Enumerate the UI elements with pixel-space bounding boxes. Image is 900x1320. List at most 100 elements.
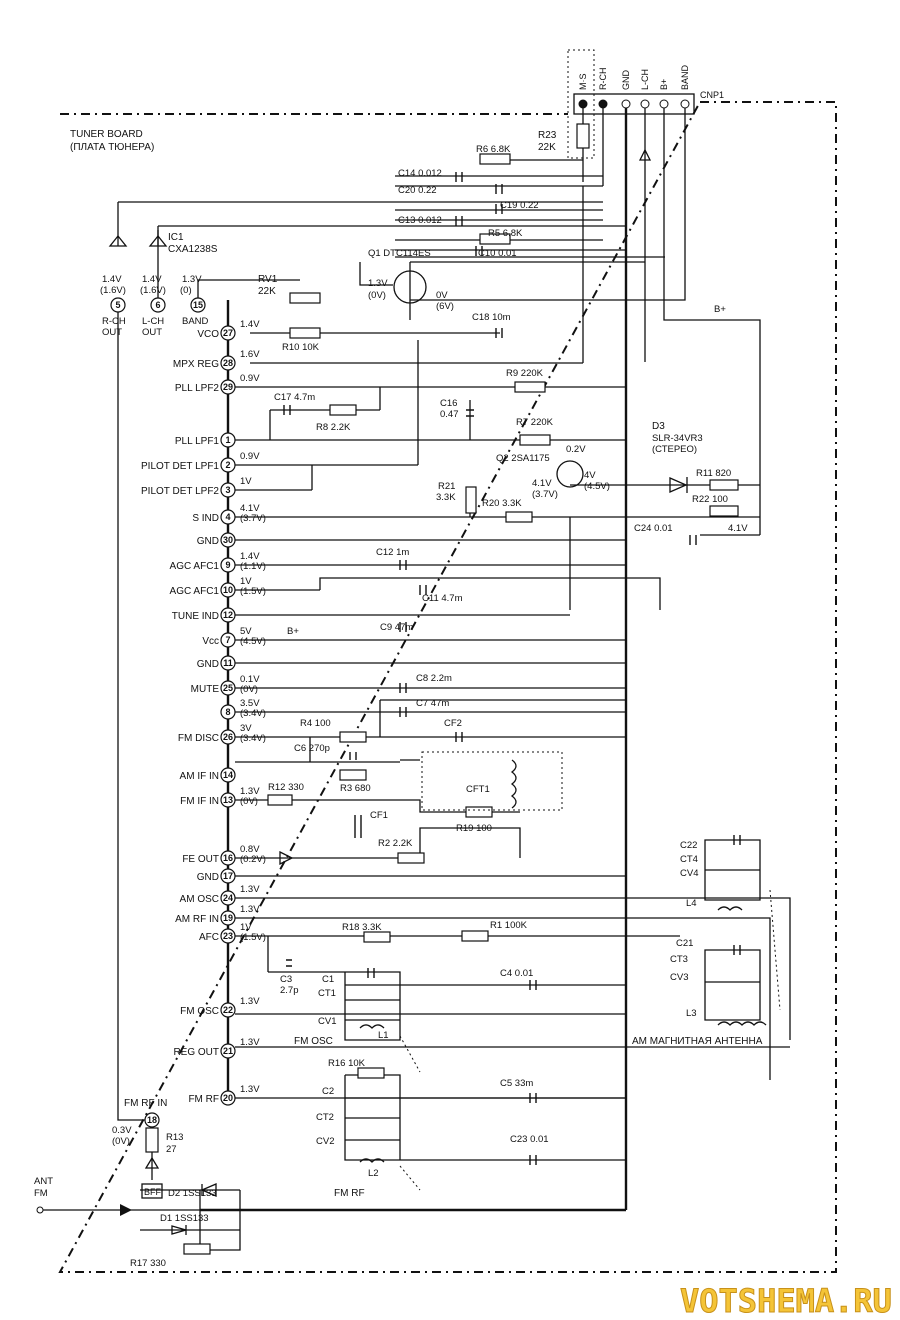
ic-left-pin-v1: 1.3V: [240, 884, 260, 895]
ic-left-pin-v1: 1.6V: [240, 349, 260, 360]
ic-top-pin-v1: 1.3V: [182, 274, 202, 285]
label-c12: C12 1m: [376, 547, 409, 558]
label-c20: C20 0.22: [398, 185, 437, 196]
ic-left-pin-v2: (3.4V): [240, 708, 266, 719]
ic-top-pin-name2: OUT: [102, 327, 122, 338]
label-r9: R9 220K: [506, 368, 544, 379]
ic-left-pin-number: 16: [223, 853, 233, 863]
q1-transistor-icon: [393, 270, 427, 304]
ic-left-pin-name: AGC AFC1: [170, 561, 220, 572]
ic-top-pin-labels: 51.4V(1.6V)R-CHOUT61.4V(1.6V)L-CHOUT151.…: [100, 274, 209, 338]
ic-left-pin-number: 1: [225, 435, 230, 445]
ic-left-pin-name: AM IF IN: [180, 771, 219, 782]
ic-left-pin-number: 17: [223, 871, 233, 881]
ic-left-pin-v1: 4.1V: [240, 503, 260, 514]
connector-pin-label: L-CH: [640, 69, 650, 90]
ic-top-pin-v2: (1.6V): [140, 285, 166, 296]
ic-left-pin-name: PILOT DET LPF1: [141, 461, 219, 472]
label-r21: R21: [438, 481, 455, 492]
ic-left-pin-name: MPX REG: [173, 359, 219, 370]
ic-left-pin-v1: 5V: [240, 626, 252, 637]
label-r2: R2 2.2K: [378, 838, 413, 849]
label-r23-value: 22K: [538, 142, 556, 153]
resistor-symbols: [145, 123, 739, 1255]
ic-left-pin-v1: 1.3V: [240, 904, 260, 915]
ic-left-pin-v2: (1.5V): [240, 586, 266, 597]
label-c9: C9 47m: [380, 622, 413, 633]
ic-left-pin-name: AM RF IN: [175, 914, 219, 925]
ic-left-pin-number: 7: [225, 635, 230, 645]
board-title: TUNER BOARD: [70, 129, 143, 140]
label-c8: C8 2.2m: [416, 673, 452, 684]
ic-top-pin-name2: OUT: [142, 327, 162, 338]
ic-pin-circles: [110, 297, 236, 1128]
label-c24: C24 0.01: [634, 523, 673, 534]
label-q1: Q1 DTC114ES: [368, 248, 431, 259]
ic-left-pin-name: FM IF IN: [180, 796, 219, 807]
label-q2-v2: 4V: [584, 470, 596, 481]
d3-led-icon: [669, 477, 688, 493]
ic-left-pin-v2: (1.1V): [240, 561, 266, 572]
label-r21-value: 3.3K: [436, 492, 456, 503]
ic-left-pin-number: 26: [223, 732, 233, 742]
label-ant-fm: FM: [34, 1188, 48, 1199]
label-cv1: CV1: [318, 1016, 336, 1027]
label-d3: D3: [652, 421, 665, 432]
connector-pin-label: B+: [659, 79, 669, 90]
label-cv3: CV3: [670, 972, 688, 983]
ic-left-pin-number: 22: [223, 1005, 233, 1015]
ic-left-pin-number: 9: [225, 560, 230, 570]
connector-pin-label: M·S: [578, 74, 588, 91]
label-r23: R23: [538, 130, 557, 141]
ic-left-pin-v1: 1.3V: [240, 1037, 260, 1048]
label-c3: C3: [280, 974, 292, 985]
connector-pin-5: [680, 99, 690, 109]
ic-left-pin-name: MUTE: [191, 684, 220, 695]
label-c6: C6 270p: [294, 743, 330, 754]
label-q2: Q2 2SA1175: [496, 453, 550, 464]
ic-left-pin-name: GND: [197, 659, 219, 670]
label-c3-value: 2.7p: [280, 985, 299, 996]
label-cft1: CFT1: [466, 784, 490, 795]
label-q2-v4: 4.1V: [532, 478, 552, 489]
connector-pin-2: [621, 99, 631, 109]
ic-left-pin-number: 20: [223, 1093, 233, 1103]
ic-left-pin-name: FM DISC: [178, 733, 219, 744]
ic-left-pin-v1: 1.3V: [240, 996, 260, 1007]
cft1-shield-outline: [421, 751, 563, 811]
component-labels: R23 22K R6 6.8K C14 0.012 C20 0.22 C19 0…: [34, 130, 763, 1269]
label-c16: C16: [440, 398, 457, 409]
label-ct1: CT1: [318, 988, 336, 999]
ic-left-pin-number: 3: [225, 485, 230, 495]
ic-left-pin-v1: 1V: [240, 922, 252, 933]
label-c1: C1: [322, 974, 334, 985]
fe-out-buffer-icon: [279, 850, 294, 866]
connector-pin-label: R-CH: [598, 68, 608, 91]
pin-18-v2: (0V): [112, 1136, 130, 1147]
label-q1-v3: 0V: [436, 290, 448, 301]
tuning-sections: [267, 839, 761, 1161]
q2-transistor-icon: [556, 460, 584, 488]
ic-left-pin-number: 25: [223, 683, 233, 693]
ic-left-pin-v1: 3V: [240, 723, 252, 734]
label-c21: C21: [676, 938, 693, 949]
label-4-1v: 4.1V: [728, 523, 748, 534]
ic-left-pin-v2: (0.2V): [240, 854, 266, 865]
ic-part: CXA1238S: [168, 244, 218, 255]
label-c5: C5 33m: [500, 1078, 533, 1089]
ic-left-pin-name: REG OUT: [173, 1047, 219, 1058]
label-r19: R19 100: [456, 823, 492, 834]
watermark-text: VOTSHEMA.RU: [680, 1282, 892, 1320]
ic-left-pin-number: 23: [223, 931, 233, 941]
d1-d2-diode-icon: [171, 1183, 217, 1235]
label-r5: R5 6.8K: [488, 228, 523, 239]
ic-left-pin-v2: (1.5V): [240, 932, 266, 943]
label-fm-osc-coil: FM OSC: [294, 1036, 333, 1047]
signal-arrow-icons: [108, 148, 652, 1169]
connector-pin-4: [659, 99, 669, 109]
connector-pin-1: [598, 99, 608, 109]
label-c23: C23 0.01: [510, 1134, 549, 1145]
label-ct4: CT4: [680, 854, 698, 865]
label-r13: R13: [166, 1132, 183, 1143]
